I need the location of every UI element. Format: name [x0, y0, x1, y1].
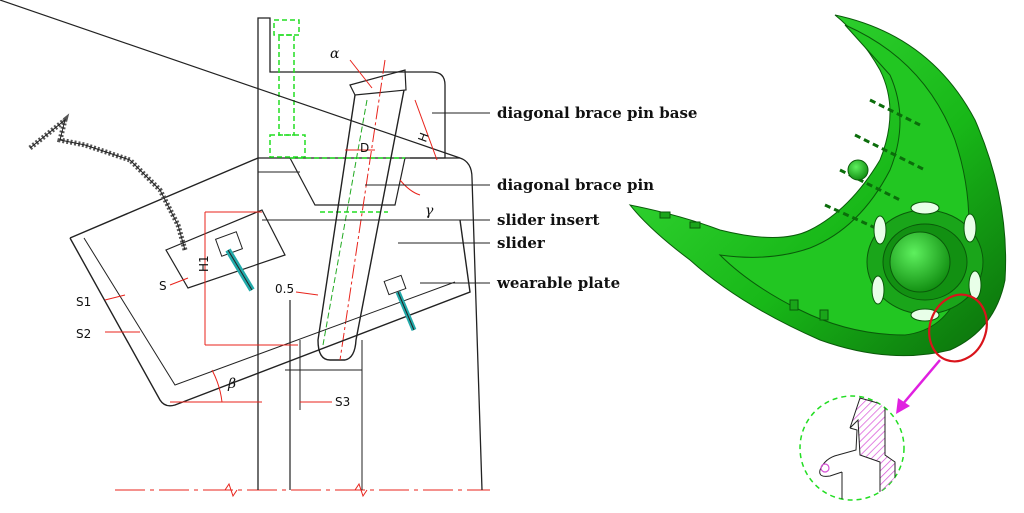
s3-label: S3 [335, 395, 350, 409]
alpha-label: α [330, 46, 340, 62]
h1-label: H1 [197, 255, 211, 272]
molded-part-edge [28, 113, 188, 251]
callout-insert: slider insert [497, 211, 599, 229]
gamma-label: γ [425, 203, 434, 219]
slider-insert-part [165, 209, 286, 292]
detail-arrow [896, 359, 941, 414]
s2-label: S2 [76, 327, 91, 341]
gap-label: 0.5 [275, 282, 294, 296]
highlight-circle [928, 293, 988, 363]
wear-plate-screw [383, 274, 417, 331]
section-drawing: α γ β D H H1 S S1 S2 S3 0.5 diagonal bra… [0, 0, 697, 498]
hidden-screw [269, 19, 405, 213]
s1-label: S1 [76, 295, 91, 309]
beta-label: β [227, 376, 236, 392]
pin-base-block [257, 17, 460, 490]
d-label: D [360, 141, 369, 155]
callout-pin: diagonal brace pin [497, 176, 654, 194]
diagonal-brace-pin [317, 59, 407, 361]
callout-wear-plate: wearable plate [496, 274, 620, 292]
h-label: H [415, 131, 431, 144]
callout-leaders [262, 112, 490, 284]
callout-pin-base: diagonal brace pin base [497, 104, 697, 122]
green-3d-model [628, 14, 1007, 357]
s-label: S [159, 279, 167, 293]
detail-view [799, 395, 905, 501]
dimension-lines [104, 59, 438, 403]
callout-slider: slider [497, 234, 546, 252]
